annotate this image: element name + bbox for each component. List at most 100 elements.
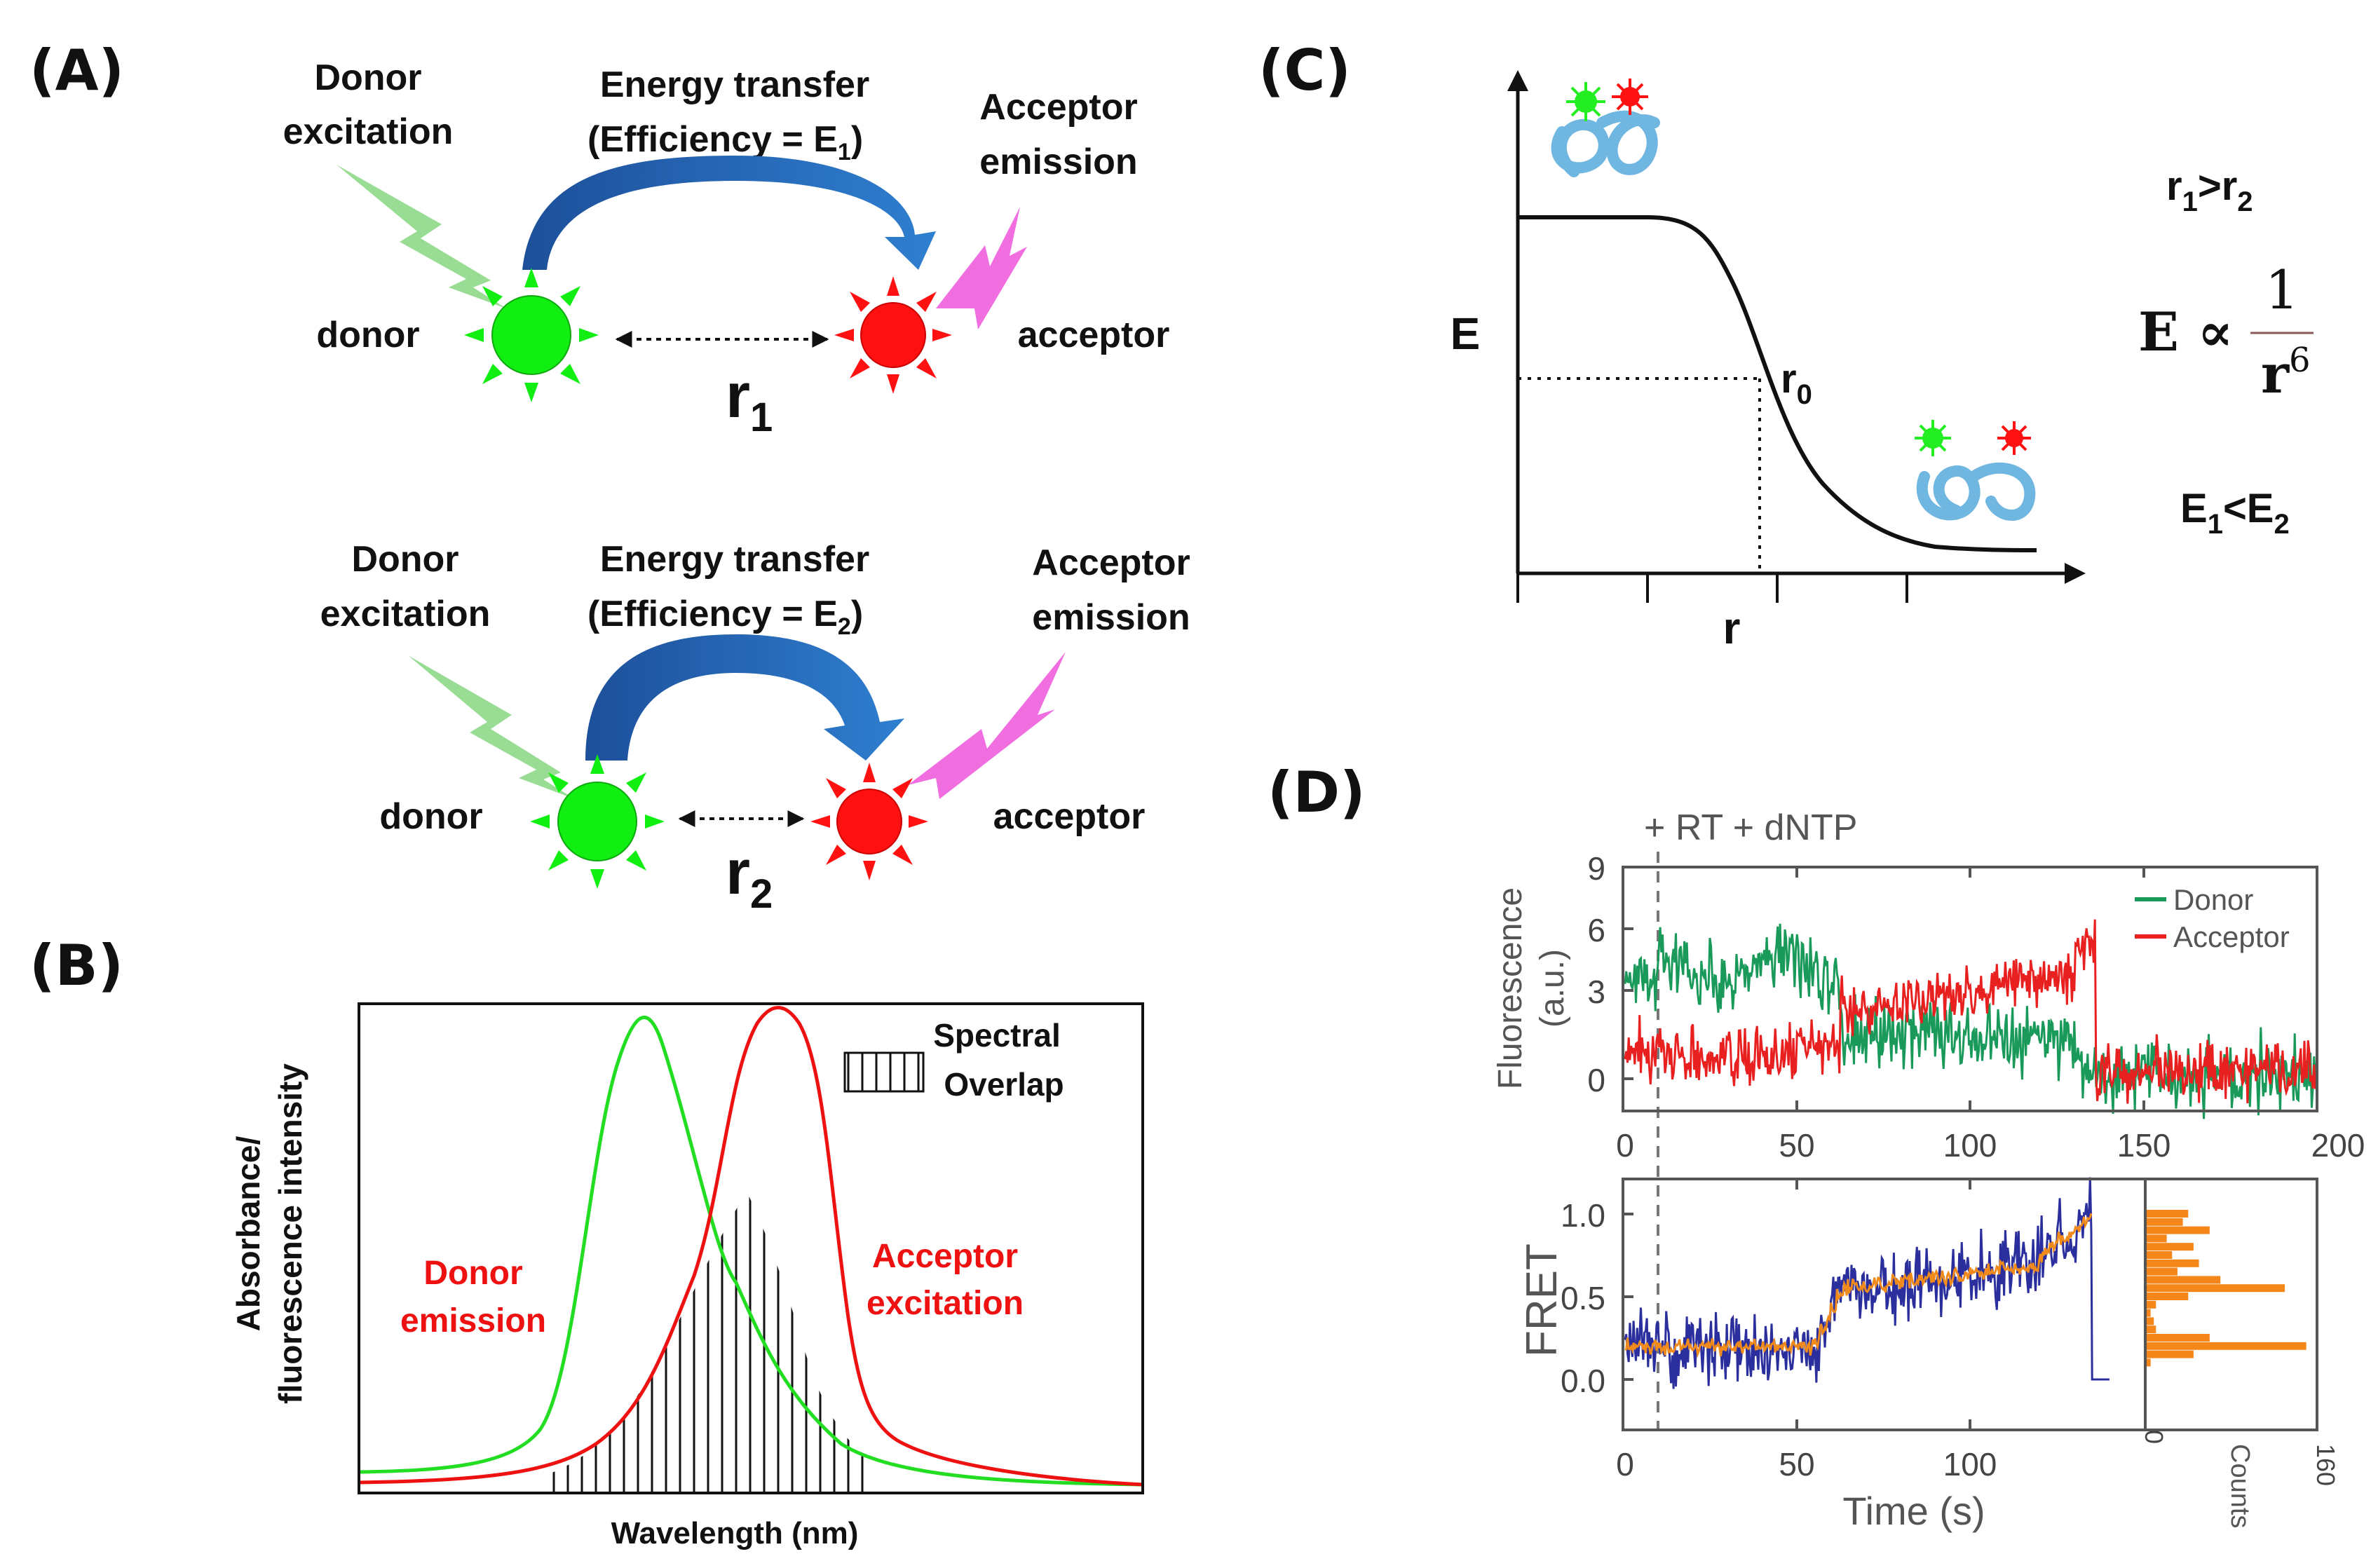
treatment-annotation: + RT + dNTP — [1644, 807, 1857, 848]
equation-numerator: 1 — [2265, 259, 2299, 321]
histogram-frame — [2144, 1178, 2318, 1431]
acceptor-label: acceptor — [993, 796, 1146, 837]
acceptor-fluorophore-icon — [834, 276, 952, 394]
x-axis-arrowhead — [2065, 563, 2086, 584]
histogram-bar — [2145, 1342, 2307, 1350]
acceptor-emission-label: emission — [1032, 597, 1190, 638]
y-tick-label: 1.0 — [1561, 1197, 1605, 1234]
energy-transfer-label: Energy transfer — [600, 64, 869, 105]
x-tick-label: 50 — [1779, 1127, 1814, 1164]
distance-label: r2 — [726, 838, 773, 917]
y-axis-label: FRET — [1518, 1243, 1566, 1357]
panel-b: (B) Absorbance/ fluorescence intensity S… — [29, 933, 1144, 1550]
x-tick-label: 100 — [1943, 1446, 1997, 1482]
y-tick-label: 0.5 — [1561, 1280, 1605, 1316]
panel-a-label: (A) — [29, 38, 124, 103]
fret-plot-frame — [1622, 1178, 2147, 1431]
donor-dye-icon — [1915, 420, 1951, 456]
legend-donor-label: Donor — [2173, 883, 2253, 916]
histogram-bar — [2145, 1251, 2173, 1259]
distance-relation: r1>r2 — [2166, 163, 2253, 217]
y-axis-label: fluorescence intensity — [272, 1063, 308, 1404]
x-axis-label: Wavelength (nm) — [611, 1516, 859, 1550]
efficiency-label: (Efficiency = E1) — [587, 119, 863, 165]
acceptor-fluorophore-icon — [810, 763, 928, 880]
spectral-overlap-region — [550, 1192, 869, 1493]
histogram-bar — [2145, 1325, 2156, 1334]
fret-traces — [1624, 1177, 2110, 1389]
equation-denominator: r6 — [2261, 341, 2311, 405]
donor-dye-icon — [1566, 82, 1605, 121]
acceptor-emission-bolt-icon — [936, 207, 1027, 329]
energy-transfer-label: Energy transfer — [600, 539, 869, 580]
histogram-bar — [2145, 1243, 2194, 1251]
energy-transfer-arrow-icon — [585, 634, 904, 761]
donor-excitation-bolt-icon — [408, 655, 575, 799]
fret-histogram — [2145, 1210, 2307, 1367]
acceptor-trace — [1624, 919, 2318, 1104]
fluorescence-ticks — [1623, 866, 2145, 1111]
panel-a: (A) Donor excitation Energy transfer (Ef… — [29, 38, 1190, 917]
panel-d: (D) + RT + dNTP 9 6 3 0 0 50 100 150 200… — [1268, 760, 2365, 1533]
donor-excitation-bolt-icon — [337, 165, 506, 308]
distance-label: r1 — [726, 361, 773, 440]
acceptor-emission-label: Acceptor — [979, 87, 1137, 128]
histogram-bar — [2145, 1358, 2151, 1367]
donor-excitation-label: excitation — [283, 111, 454, 152]
acceptor-excitation-curve — [358, 1006, 1143, 1487]
fluorescence-plot: 9 6 3 0 0 50 100 150 200 Fluorescence (a… — [1492, 850, 2365, 1164]
y-tick-label: 0 — [1587, 1062, 1605, 1098]
histogram-bar — [2145, 1350, 2194, 1358]
histogram-bar — [2145, 1276, 2221, 1284]
histogram-bar — [2145, 1300, 2156, 1309]
acceptor-excitation-label: excitation — [867, 1285, 1024, 1322]
y-tick-label: 9 — [1587, 850, 1605, 887]
x-tick-label: 0 — [1616, 1446, 1634, 1482]
x-tick-label: 0 — [1616, 1127, 1634, 1164]
x-tick-label: 150 — [2117, 1127, 2171, 1164]
acceptor-dye-icon — [1612, 79, 1648, 115]
panel-c-label: (C) — [1258, 38, 1351, 103]
donor-emission-curve — [358, 1015, 1143, 1487]
histogram-bar — [2145, 1309, 2151, 1317]
r0-label: r0 — [1781, 356, 1812, 410]
y-tick-label: 0.0 — [1561, 1363, 1605, 1399]
x-axis-label: r — [1723, 603, 1741, 653]
acceptor-emission-label: emission — [979, 142, 1137, 182]
donor-fluorophore-icon — [464, 268, 599, 402]
fret-trace — [1624, 1177, 2110, 1389]
x-tick-label: 200 — [2311, 1127, 2365, 1164]
panel-a-bottom: Donor excitation Energy transfer (Effici… — [320, 539, 1190, 917]
energy-transfer-arrow-icon — [522, 156, 936, 270]
fret-fit — [1624, 1213, 2093, 1358]
x-tick-label: 100 — [1943, 1127, 1997, 1164]
histogram-bar — [2145, 1210, 2189, 1218]
donor-label: donor — [316, 315, 419, 355]
acceptor-excitation-label: Acceptor — [872, 1238, 1018, 1275]
hist-axis-label: Counts — [2225, 1444, 2255, 1528]
x-axis-label: Time (s) — [1842, 1489, 1985, 1533]
acceptor-emission-label: Acceptor — [1032, 543, 1190, 583]
folded-molecule-icon — [1551, 110, 1660, 177]
efficiency-curve — [1518, 215, 2037, 552]
extended-molecule-icon — [1916, 462, 2036, 521]
histogram-bar — [2145, 1317, 2154, 1325]
y-axis-label: Fluorescence — [1492, 887, 1529, 1089]
legend-acceptor-label: Acceptor — [2173, 920, 2290, 953]
acceptor-dye-icon — [1997, 421, 2031, 455]
legend-label: Spectral — [933, 1017, 1061, 1054]
hist-tick-label: 0 — [2140, 1430, 2168, 1444]
fluorescence-traces — [1624, 919, 2318, 1119]
donor-label: donor — [379, 796, 482, 837]
y-axis-arrowhead — [1507, 70, 1528, 91]
panel-d-label: (D) — [1268, 760, 1366, 825]
y-tick-label: 6 — [1587, 912, 1605, 948]
histogram-bar — [2145, 1226, 2210, 1234]
panel-b-label: (B) — [29, 933, 123, 998]
histogram-bar — [2145, 1267, 2178, 1276]
panel-c: (C) E r r0 — [1258, 38, 2314, 653]
y-axis-label: E — [1451, 308, 1481, 359]
x-axis-ticks — [1516, 573, 1908, 603]
fret-ticks — [1623, 1179, 1971, 1430]
